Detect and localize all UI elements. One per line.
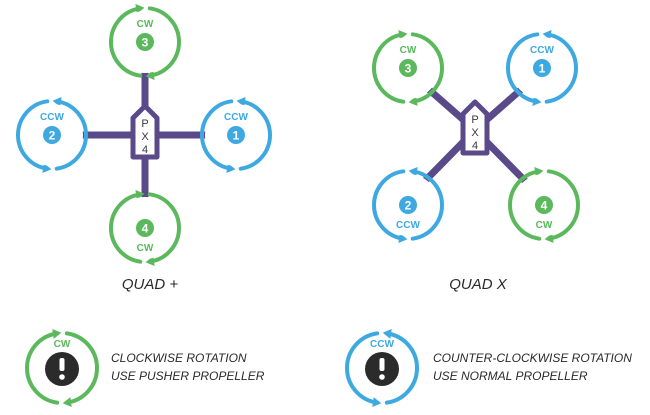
quad-plus-motor-3: CW 3 (109, 3, 181, 81)
quad-plus-motor-1-ring-arrow-2-icon (226, 163, 236, 174)
quad-plus-title: QUAD + (122, 276, 179, 293)
quad-plus-motor-2-number: 2 (49, 129, 56, 143)
quad-x-motor-1-ring-arc-1 (544, 32, 578, 104)
quad-plus-diagram: P X 4 CW 3 CCW 2 CCW 1 CW 4 QUAD + (16, 3, 272, 293)
quad-plus-motor-4-ring-arc-2 (109, 192, 143, 264)
legend-ccw-ring: CCW (345, 328, 419, 408)
quad-plus-motor-2: CCW 2 (16, 96, 88, 174)
legend-cw: CW CLOCKWISE ROTATION USE PUSHER PROPELL… (25, 328, 265, 408)
quad-x-motor-4-ring-arc-2 (508, 169, 542, 241)
legend-ccw-ring-arc-1 (384, 331, 419, 405)
quad-x-motor-2-ring-arrow-1-icon (408, 166, 418, 177)
quad-x-motor-2: CCW 2 (372, 166, 444, 244)
quad-x-motor-4-ring-arrow-1-icon (544, 233, 554, 244)
quad-x-title: QUAD X (449, 276, 508, 293)
quad-plus-motor-2-ring-arc-2 (16, 99, 50, 171)
legend-ccw-ring-arrow-1-icon (382, 328, 392, 339)
quad-x-diagram: P X 4 CW 3 CCW 1 CCW 2 CW 4 QUAD X (372, 29, 580, 293)
quad-x-motor-3-ring-arrow-1-icon (408, 96, 418, 107)
quad-x-motor-4-ring-arrow-2-icon (534, 166, 544, 177)
quad-x-motor-1: CCW 1 (506, 29, 578, 107)
quad-x-motor-4-number: 4 (541, 199, 548, 213)
legend-ccw-exclamation-icon (365, 352, 399, 386)
quad-plus-motor-4-ring-arrow-1-icon (145, 256, 155, 267)
quad-plus-motor-3-ring-arc-2 (109, 6, 143, 78)
quad-plus-motor-2-ring-arrow-2-icon (42, 163, 52, 174)
legend-cw-line-1: CLOCKWISE ROTATION (111, 351, 247, 365)
quad-x-motor-3-ring-arc-1 (410, 32, 444, 104)
quad-plus-motor-1-ring-arc-2 (200, 99, 234, 171)
legend-ccw-line-2: USE NORMAL PROPELLER (433, 369, 588, 383)
quad-x-motor-2-ring-arc-1 (410, 169, 444, 241)
quad-x-fc-letter-2: X (471, 127, 479, 139)
legend-cw-ring-arc-1 (64, 331, 99, 405)
quad-x-motor-1-number: 1 (539, 62, 546, 76)
quad-plus-motor-1-number: 1 (233, 129, 240, 143)
legend-ccw: CCW COUNTER-CLOCKWISE ROTATION USE NORMA… (345, 328, 632, 408)
quad-x-motor-4-number-badge (535, 196, 553, 214)
quad-x-motor-2-number: 2 (405, 199, 412, 213)
quad-plus-flight-controller (130, 103, 160, 160)
quad-plus-motor-3-ring-arc-1 (147, 6, 181, 78)
quad-plus-motor-3-number: 3 (142, 36, 149, 50)
quad-plus-fc-letter-1: P (141, 118, 148, 130)
legend: CW CLOCKWISE ROTATION USE PUSHER PROPELL… (25, 328, 632, 408)
quad-plus-motor-1-number-badge (227, 126, 245, 144)
quad-x-motor-3-ring-arc-2 (372, 32, 406, 104)
quad-plus-motor-3-number-badge (136, 33, 154, 51)
legend-cw-line-2: USE PUSHER PROPELLER (111, 369, 265, 383)
quad-x-fc-letter-3: 4 (472, 140, 478, 152)
legend-ccw-label: CCW (370, 339, 394, 350)
quad-plus-motor-1-ring-arrow-1-icon (236, 96, 246, 107)
quad-plus-motor-3-ring-arrow-1-icon (145, 70, 155, 81)
quad-x-motor-3-ring-arrow-2-icon (398, 29, 408, 40)
quad-plus-motor-4-ring-arrow-2-icon (135, 189, 145, 200)
quad-x-fc-letter-1: P (471, 114, 478, 126)
quad-plus-motor-4-number-badge (136, 219, 154, 237)
quad-x-motor-4: CW 4 (508, 166, 580, 244)
legend-cw-ring-arrow-2-icon (52, 328, 62, 339)
quad-x-motor-1-ring-arrow-2-icon (532, 96, 542, 107)
legend-ccw-ring-arc-2 (345, 331, 380, 405)
quad-x-motor-1-ring-arrow-1-icon (542, 29, 552, 40)
legend-cw-ring: CW (25, 328, 99, 408)
quad-x-motor-3: CW 3 (372, 29, 444, 107)
quad-plus-motor-2-ring-arc-1 (54, 99, 88, 171)
quad-x-motor-2-ring-arc-2 (372, 169, 406, 241)
quad-x-motor-3-number: 3 (405, 62, 412, 76)
quad-plus-motor-2-rotation-label: CCW (40, 112, 64, 123)
quad-plus-motor-4: CW 4 (109, 189, 181, 267)
quad-x-flight-controller (460, 99, 490, 156)
quad-x-motor-1-rotation-label: CCW (530, 45, 554, 56)
quad-plus-motor-3-rotation-label: CW (137, 19, 154, 30)
quad-plus-motor-1-ring-arc-1 (238, 99, 272, 171)
legend-cw-label: CW (54, 339, 71, 350)
quad-x-motor-2-number-badge (399, 196, 417, 214)
quad-x-motor-1-number-badge (533, 59, 551, 77)
quad-plus-motor-4-rotation-label: CW (137, 243, 154, 254)
quad-x-motor-1-ring-arc-2 (506, 32, 540, 104)
legend-ccw-ring-arrow-2-icon (372, 397, 382, 408)
quad-plus-motor-2-number-badge (43, 126, 61, 144)
quad-x-motor-4-rotation-label: CW (536, 220, 553, 231)
quad-x-motor-4-ring-arc-1 (546, 169, 580, 241)
quad-plus-motor-1: CCW 1 (200, 96, 272, 174)
legend-cw-exclamation-icon (45, 352, 79, 386)
quad-x-motor-2-rotation-label: CCW (396, 220, 420, 231)
legend-cw-ring-arc-2 (25, 331, 60, 405)
legend-cw-ring-arrow-1-icon (62, 397, 72, 408)
quad-plus-motor-1-rotation-label: CCW (224, 112, 248, 123)
quad-plus-motor-3-ring-arrow-2-icon (135, 3, 145, 14)
quad-x-motor-3-rotation-label: CW (400, 45, 417, 56)
quad-plus-motor-4-number: 4 (142, 222, 149, 236)
quad-x-motor-3-number-badge (399, 59, 417, 77)
quad-plus-motor-2-ring-arrow-1-icon (52, 96, 62, 107)
quad-plus-fc-letter-3: 4 (142, 144, 148, 156)
quad-x-motor-2-ring-arrow-2-icon (398, 233, 408, 244)
quad-plus-fc-letter-2: X (141, 131, 149, 143)
legend-ccw-line-1: COUNTER-CLOCKWISE ROTATION (433, 351, 632, 365)
quad-plus-motor-4-ring-arc-1 (147, 192, 181, 264)
quad-plus-frame (72, 62, 218, 208)
